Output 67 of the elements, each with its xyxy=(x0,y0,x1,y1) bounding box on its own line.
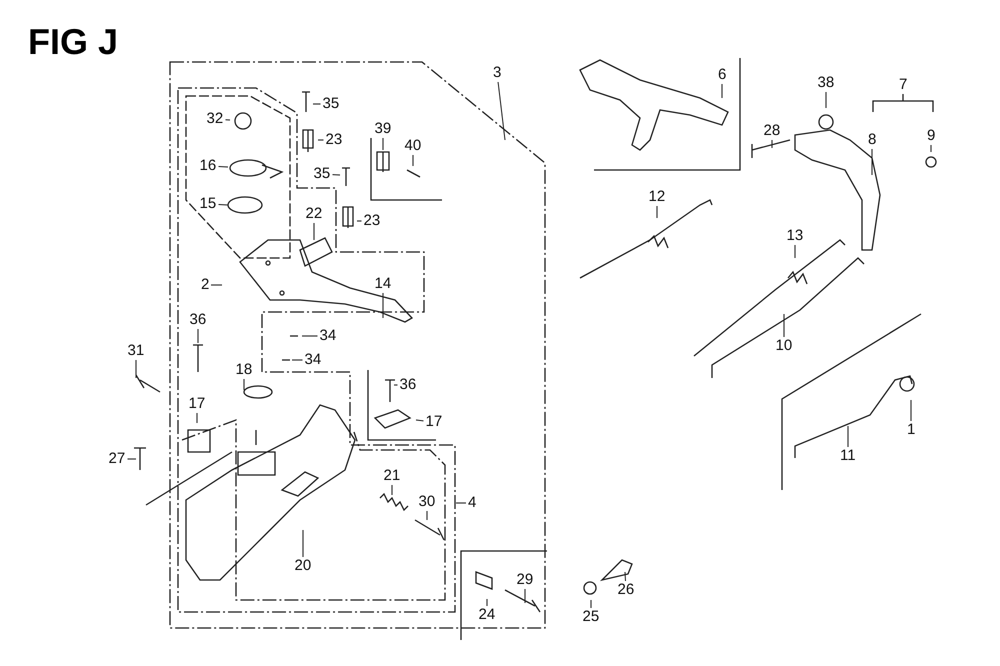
callout-number: 17 xyxy=(426,414,442,430)
callout-number: 35 xyxy=(314,166,330,182)
callout-number: 36 xyxy=(190,312,206,328)
callout-number: 4 xyxy=(468,495,476,511)
callout-number: 21 xyxy=(384,468,400,484)
leader-line xyxy=(332,174,340,176)
leader-line xyxy=(590,600,592,608)
callout-number: 34 xyxy=(320,328,336,344)
callout-number: 3 xyxy=(493,65,502,81)
leader-line xyxy=(394,384,398,386)
callout-number: 40 xyxy=(404,138,422,154)
leader-line xyxy=(910,400,912,422)
leader-line xyxy=(356,220,362,222)
leader-line xyxy=(656,206,658,218)
leader-line xyxy=(486,598,488,606)
leader-line xyxy=(210,284,222,286)
leader-line xyxy=(218,204,228,206)
leader-line xyxy=(930,144,932,152)
callout-number: 10 xyxy=(776,338,792,354)
callout-number: 18 xyxy=(236,362,252,378)
callout-number: 7 xyxy=(899,77,908,93)
callout-number: 20 xyxy=(294,558,312,574)
callout-number: 16 xyxy=(200,158,216,174)
callout-number: 28 xyxy=(764,123,780,139)
callout-number: 6 xyxy=(718,67,726,83)
leader-line xyxy=(382,138,384,150)
callout-number: 12 xyxy=(648,189,666,205)
leader-line xyxy=(382,292,384,318)
callout-number: 17 xyxy=(188,396,206,412)
callout-number: 30 xyxy=(418,494,436,510)
leader-line xyxy=(498,82,506,140)
callout-number: 8 xyxy=(868,132,876,148)
callout-number: 24 xyxy=(478,607,496,623)
leader-line xyxy=(416,420,424,422)
callout-number: 32 xyxy=(206,111,224,127)
callout-number: 15 xyxy=(200,196,216,212)
leader-line xyxy=(302,530,304,558)
callout-number: 25 xyxy=(582,609,600,625)
callout-number: 9 xyxy=(927,128,936,144)
callout-number: 31 xyxy=(128,343,144,359)
leader-line xyxy=(456,502,466,504)
callout-number: 11 xyxy=(840,448,856,464)
leader-line xyxy=(225,119,230,120)
callout-number: 22 xyxy=(306,206,322,222)
callout-number: 13 xyxy=(786,228,804,244)
callout-number: 23 xyxy=(364,213,380,229)
callout-number: 2 xyxy=(201,277,210,293)
callout-number: 14 xyxy=(374,276,392,292)
leader-line xyxy=(794,244,796,258)
callout-number: 34 xyxy=(304,352,322,368)
callout-number: 35 xyxy=(322,96,340,112)
callout-number: 23 xyxy=(326,132,342,148)
callout-number: 27 xyxy=(108,451,126,467)
callout-number: 36 xyxy=(400,377,416,393)
leader-line xyxy=(426,510,428,520)
leader-line xyxy=(624,572,626,582)
leader-line xyxy=(524,588,526,604)
leader-line xyxy=(127,458,136,460)
leader-line xyxy=(412,154,414,166)
leader-line xyxy=(196,412,198,424)
callout-number: 29 xyxy=(516,572,534,588)
callout-number: 1 xyxy=(907,422,916,438)
callout-number: 39 xyxy=(374,121,392,137)
figure-title: FIG J xyxy=(28,22,118,62)
callout-number: 38 xyxy=(818,75,834,91)
callout-number: 26 xyxy=(618,582,634,598)
leader-line xyxy=(218,166,228,168)
